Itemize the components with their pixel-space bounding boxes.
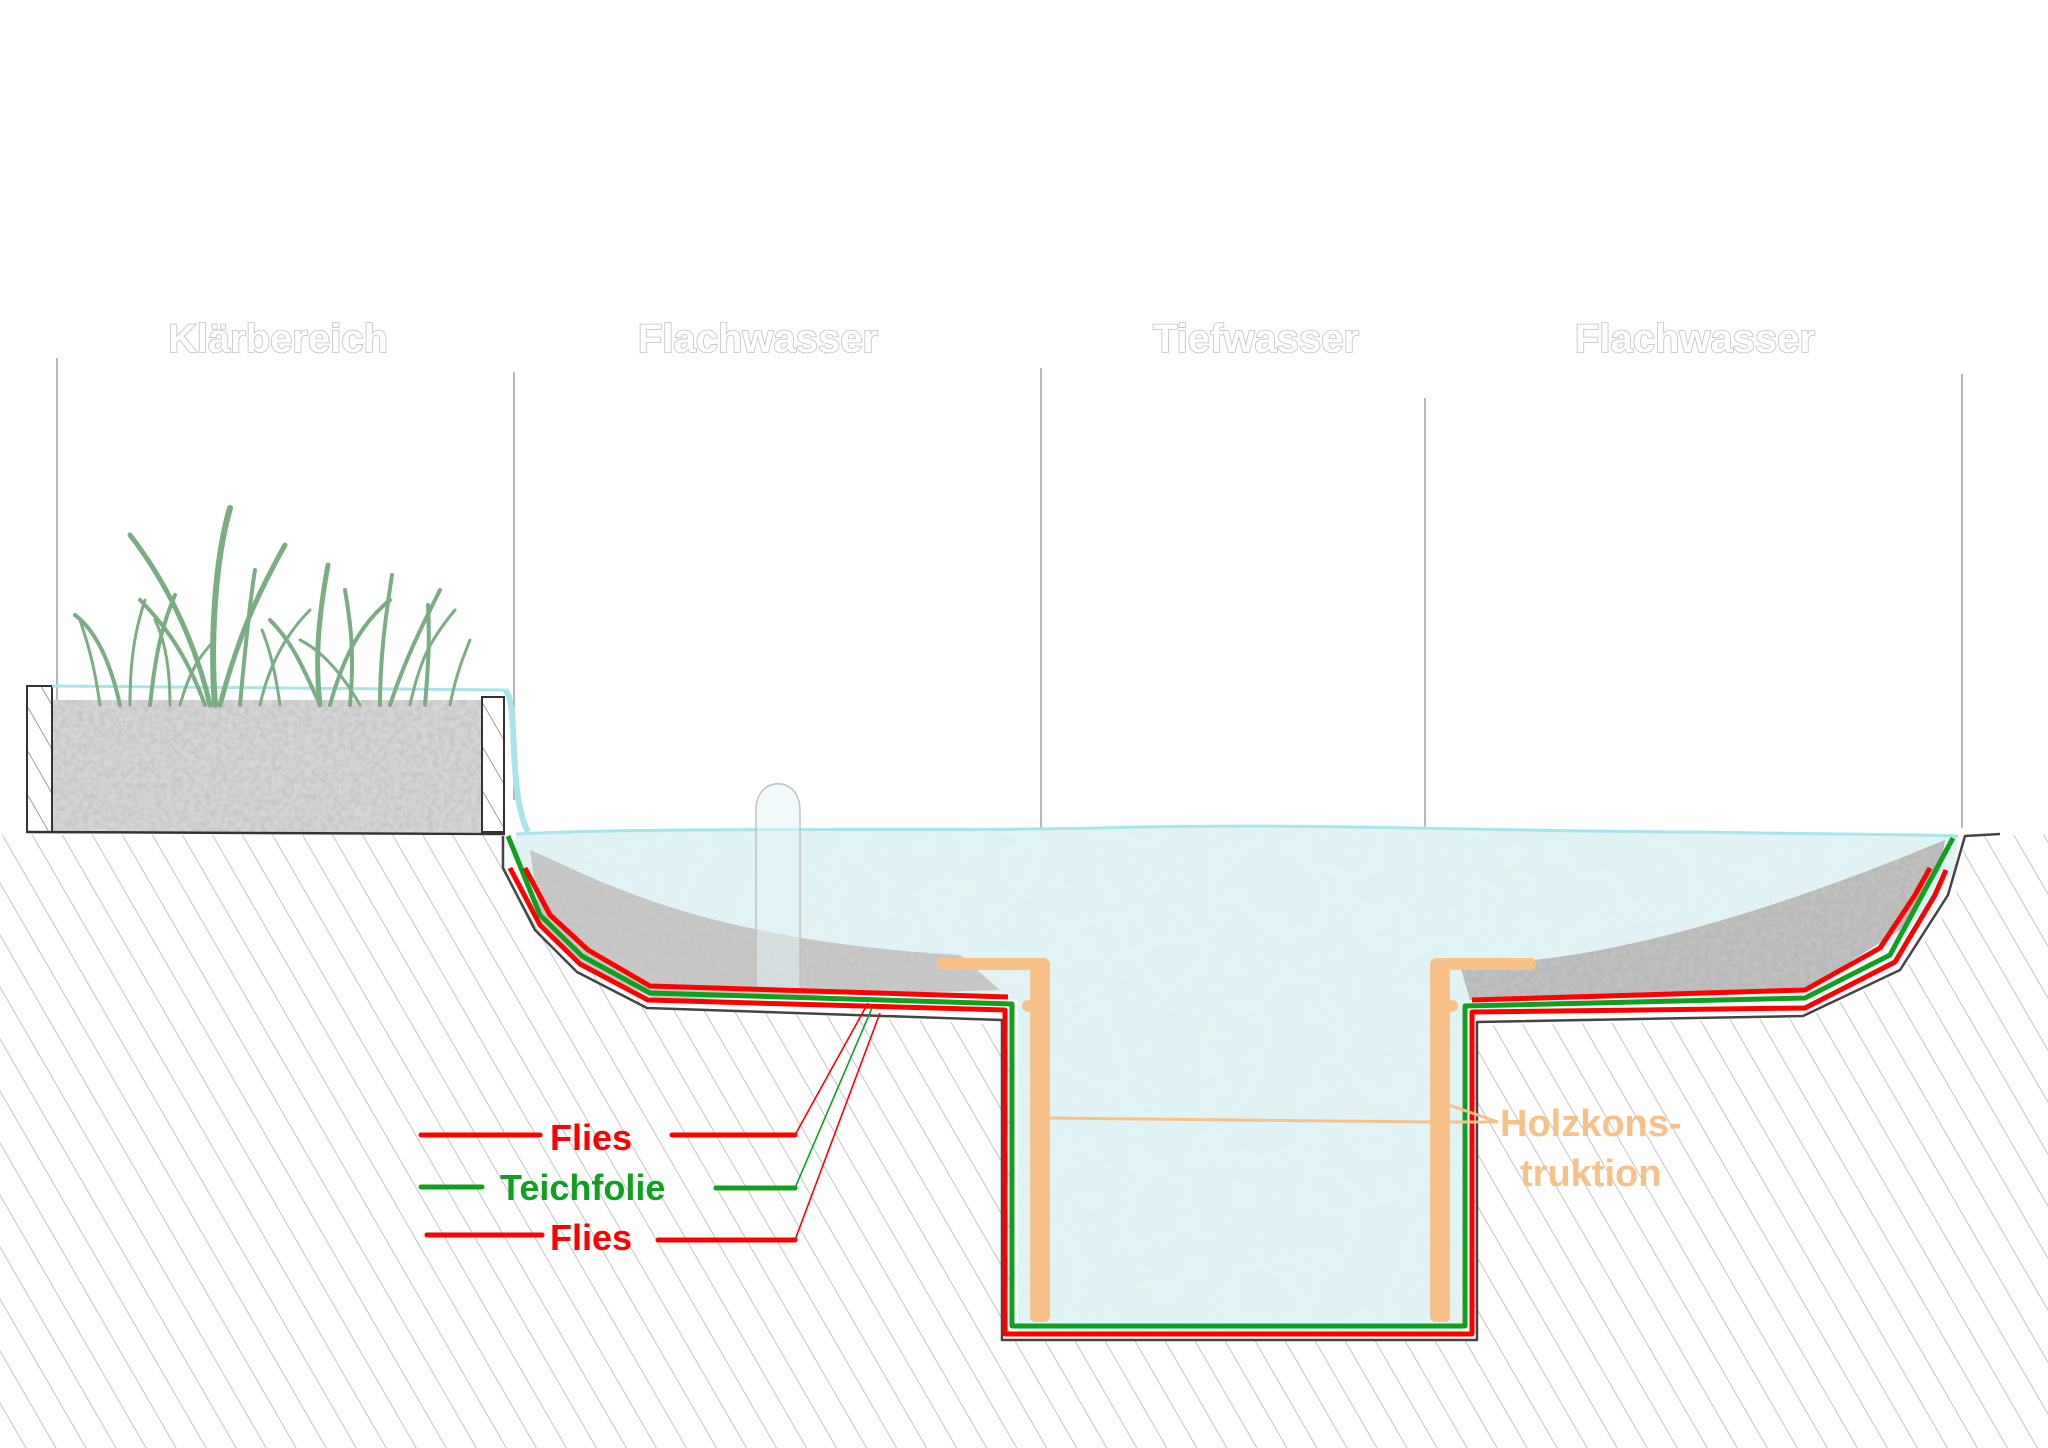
zone-dividers [56, 358, 1963, 900]
legend-label-fleece-top: Flies [550, 1117, 632, 1158]
liner-layers [501, 832, 2001, 1342]
ground-hatch [0, 835, 2048, 1448]
zone-label-flachwasser-left: Flachwasser [638, 317, 878, 361]
fleece-lower [507, 866, 1949, 1337]
zone-label-klaerbereich: Klärbereich [168, 317, 388, 361]
legend-leaders [794, 1002, 881, 1241]
ground-outline [501, 832, 2001, 1342]
fleece-upper [522, 866, 1933, 1003]
leader-fleece-upper [794, 1002, 869, 1136]
leader-fleece-lower [794, 1012, 881, 1241]
wood-label-line1: Holzkons- [1500, 1103, 1682, 1145]
wood-construction [937, 958, 1536, 1322]
overflow-pipe [755, 783, 801, 991]
wood-crossbar [1049, 1116, 1431, 1124]
filter-bed [26, 684, 531, 836]
pond-liner [505, 835, 1956, 1329]
wood-label-line2: truktion [1520, 1153, 1661, 1195]
wood-frame-left [937, 958, 1050, 1322]
wood-annotation: Holzkons- truktion [1442, 1101, 1682, 1195]
filter-wall-left [26, 685, 53, 833]
legend-label-pond-liner: Teichfolie [500, 1167, 665, 1208]
reed-grass [73, 505, 472, 708]
leader-liner [794, 1007, 873, 1189]
legend-label-fleece-bottom: Flies [550, 1217, 632, 1258]
overflow-waterfall [502, 687, 531, 834]
wood-frame-right [1430, 958, 1536, 1322]
layer-legend: Flies Teichfolie Flies [418, 1117, 798, 1258]
filter-wall-right [481, 696, 505, 833]
zone-label-tiefwasser: Tiefwasser [1153, 317, 1359, 361]
zone-label-flachwasser-right: Flachwasser [1575, 317, 1815, 361]
